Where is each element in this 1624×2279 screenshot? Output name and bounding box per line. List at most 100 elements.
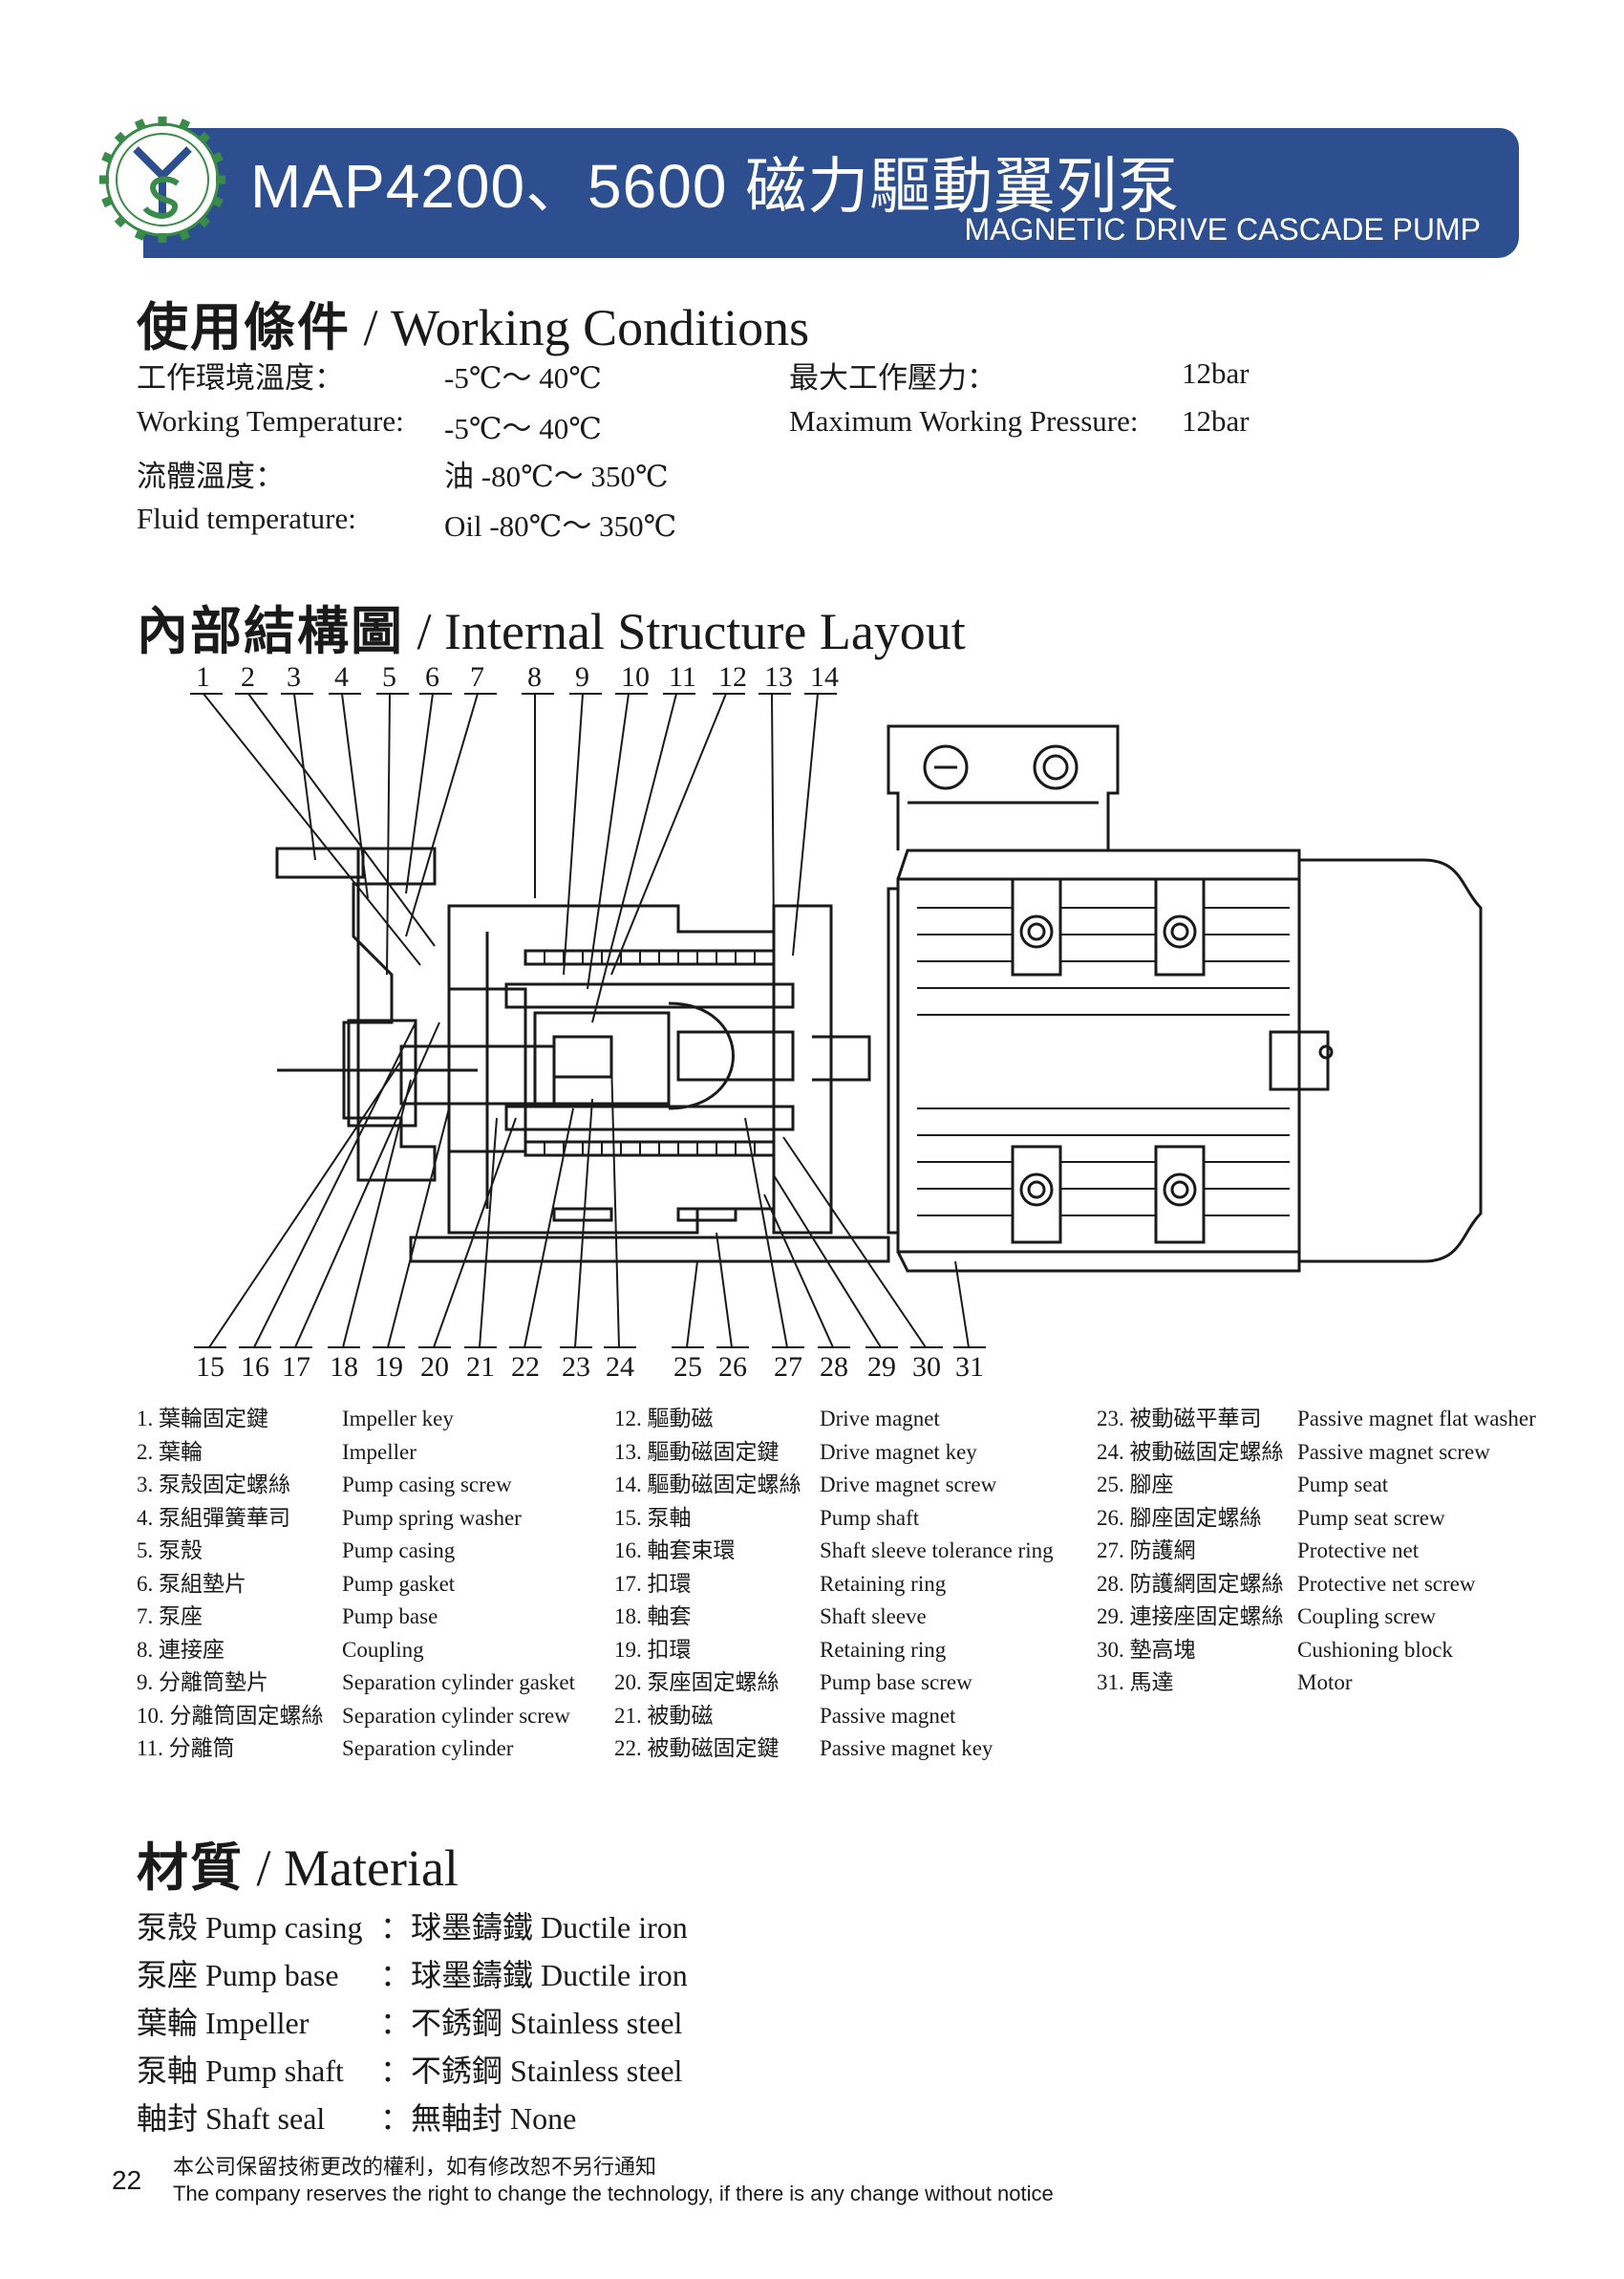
callout-number: 20 [420, 1351, 449, 1383]
part-name-zh: 7. 泵座 [137, 1604, 203, 1628]
leader-line [610, 693, 745, 976]
part-name-zh: 9. 分離筒墊片 [137, 1670, 268, 1694]
part-name-en: Protective net [1297, 1538, 1420, 1562]
callout-number: 2 [241, 661, 255, 693]
cond-value: Oil -80℃～ 350℃ [444, 509, 677, 543]
page-subtitle: MAGNETIC DRIVE CASCADE PUMP [964, 212, 1481, 247]
leader-line [509, 1107, 574, 1348]
part-row: 17. 扣環 Retaining ring [614, 1568, 1054, 1602]
cond-value: 12bar [1182, 356, 1250, 390]
part-name-zh: 16. 軸套束環 [614, 1538, 736, 1562]
part-name-zh: 29. 連接座固定螺絲 [1097, 1604, 1284, 1628]
material-part: 葉輪 Impeller [137, 2006, 310, 2040]
callout-number: 11 [669, 661, 696, 693]
part-name-en: Pump shaft [820, 1505, 920, 1530]
material-heading: 材質 / Material [137, 1839, 459, 1897]
part-name-en: Pump casing screw [342, 1473, 512, 1496]
cond-label: Working Temperature: [137, 404, 404, 438]
callout-number: 19 [374, 1351, 403, 1383]
part-name-zh: 2. 葉輪 [137, 1439, 203, 1464]
part-name-en: Separation cylinder gasket [342, 1670, 575, 1694]
callout-number: 9 [575, 661, 589, 693]
part-name-zh: 24. 被動磁固定螺絲 [1097, 1439, 1284, 1464]
part-name-en: Pump base screw [820, 1670, 972, 1694]
callout-number: 6 [425, 661, 439, 693]
leader-line [672, 1260, 704, 1348]
callout-number: 15 [196, 1351, 224, 1383]
part-name-en: Retaining ring [820, 1637, 947, 1662]
leader-line [587, 693, 648, 990]
material-value: ：不銹鋼 Stainless steel [380, 2006, 683, 2040]
working-conditions-heading: 使用條件 / Working Conditions [137, 299, 810, 356]
leader-line [782, 1136, 943, 1348]
callout-number: 28 [820, 1351, 848, 1383]
part-name-en: Pump base [342, 1604, 438, 1628]
part-name-en: Protective net screw [1297, 1571, 1476, 1596]
footer-notice-zh: 本公司保留技術更改的權利，如有修改恕不另行通知 [173, 2155, 657, 2179]
callout-number: 17 [282, 1351, 310, 1383]
leader-line [604, 1060, 636, 1348]
footer-notice: 本公司保留技術更改的權利，如有修改恕不另行通知 The company rese… [173, 2154, 1054, 2207]
part-name-en: Separation cylinder screw [342, 1703, 570, 1728]
part-name-en: Coupling screw [1297, 1604, 1437, 1628]
leader-line [194, 1060, 402, 1348]
part-name-en: Shaft sleeve [820, 1604, 927, 1628]
callout-number: 7 [470, 661, 484, 693]
material-part: 軸封 Shaft seal [137, 2101, 326, 2136]
page-title: MAP4200、5600 磁力驅動翼列泵 [250, 152, 1181, 221]
leader-line [373, 1107, 450, 1348]
callout-number: 5 [382, 661, 396, 693]
callout-number: 31 [955, 1351, 984, 1383]
leader-line [235, 693, 436, 947]
company-logo-icon [99, 117, 225, 243]
callout-number: 18 [330, 1351, 358, 1383]
part-name-en: Passive magnet [820, 1703, 956, 1728]
part-row: 7. 泵座 Pump base [137, 1601, 575, 1634]
cond-value: -5℃～ 40℃ [444, 361, 602, 395]
header-banner: MAP4200、5600 磁力驅動翼列泵 MAGNETIC DRIVE CASC… [143, 128, 1519, 258]
callout-number: 14 [810, 661, 839, 693]
part-name-zh: 4. 泵組彈簧華司 [137, 1505, 290, 1530]
part-name-en: Pump seat [1297, 1473, 1389, 1496]
cond-value: 12bar [1182, 404, 1250, 438]
leader-line [591, 693, 695, 1023]
part-name-zh: 3. 泵殼固定螺絲 [137, 1473, 290, 1496]
part-name-zh: 12. 驅動磁 [614, 1407, 714, 1430]
callout-number: 16 [241, 1351, 269, 1383]
callout-number: 4 [334, 661, 349, 693]
callout-number: 22 [511, 1351, 540, 1383]
part-name-zh: 5. 泵殼 [137, 1538, 203, 1562]
part-name-en: Coupling [342, 1637, 424, 1662]
part-name-zh: 11. 分離筒 [137, 1736, 235, 1760]
cond-value: 油 -80℃～ 350℃ [444, 460, 669, 493]
material-part: 泵座 Pump base [137, 1958, 339, 1992]
part-name-en: Retaining ring [820, 1571, 947, 1596]
part-name-zh: 17. 扣環 [614, 1571, 692, 1596]
cond-label: Fluid temperature: [137, 502, 356, 535]
part-row: 28. 防護網固定螺絲 Protective net screw [1097, 1568, 1536, 1602]
part-name-en: Pump gasket [342, 1571, 456, 1596]
cond-label: 流體溫度： [137, 460, 285, 493]
part-name-en: Motor [1297, 1670, 1353, 1694]
part-name-zh: 28. 防護網固定螺絲 [1097, 1571, 1284, 1596]
part-name-zh: 31. 馬達 [1097, 1670, 1174, 1694]
material-part: 泵殼 Pump casing [137, 1910, 363, 1945]
leader-line [763, 1193, 850, 1348]
part-name-zh: 13. 驅動磁固定鍵 [614, 1439, 780, 1464]
callout-number: 1 [196, 661, 210, 693]
leader-line [376, 693, 409, 976]
